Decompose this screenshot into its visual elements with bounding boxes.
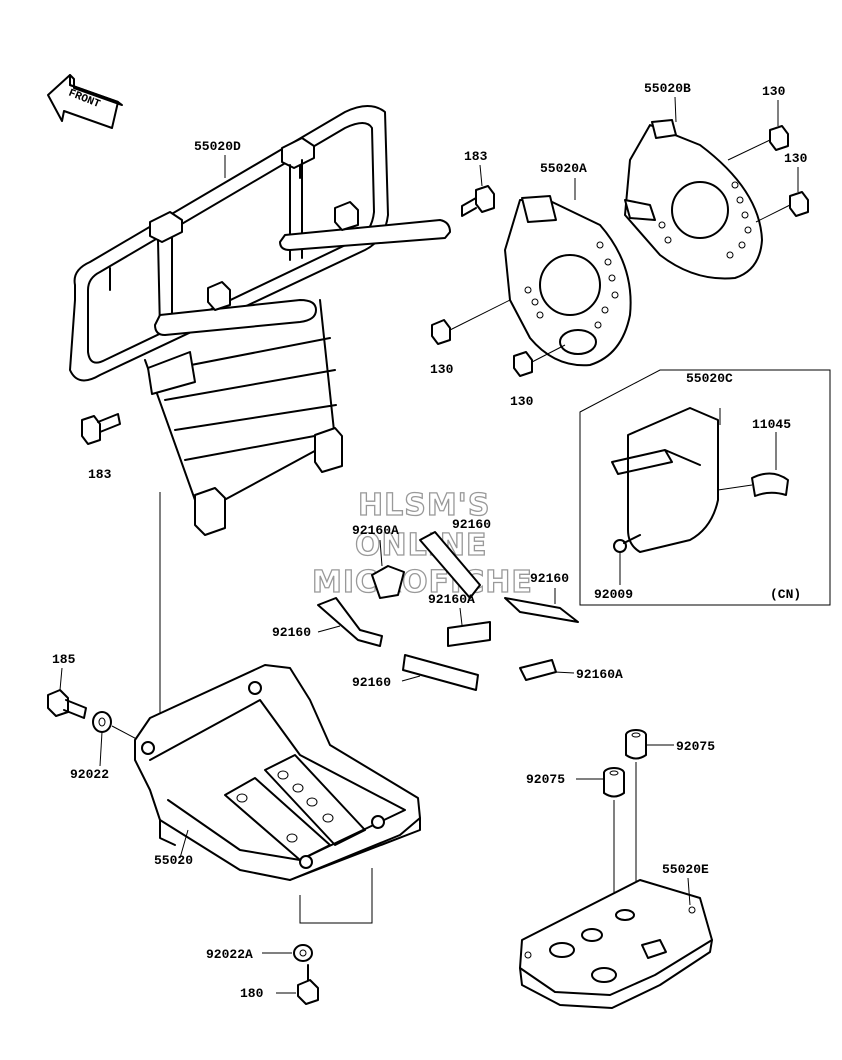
label-130-b: 130 — [510, 394, 534, 409]
label-130-c: 130 — [762, 84, 786, 99]
skid-plate-55020 — [134, 664, 421, 881]
pads-group — [317, 531, 579, 691]
label-92160-4: 92160 — [352, 675, 391, 690]
brake-guard-55020A — [504, 195, 632, 367]
brake-guard-55020B — [624, 119, 763, 280]
watermark: HLSM'S ONLINE MICROFICHE — [311, 487, 533, 600]
label-92160-3: 92160 — [272, 625, 311, 640]
bolt-183-upper — [461, 185, 495, 217]
screw-92009 — [613, 534, 641, 553]
label-92160A-2: 92160A — [428, 592, 475, 607]
label-92160A-1: 92160A — [352, 523, 399, 538]
bolt-130-c — [769, 125, 789, 151]
front-guard-55020D — [69, 105, 451, 745]
label-55020C: 55020C — [686, 371, 733, 386]
washer-92022A — [293, 944, 313, 962]
label-92075-lower: 92075 — [526, 772, 565, 787]
label-92160-2: 92160 — [530, 571, 569, 586]
washer-92022 — [92, 711, 112, 733]
label-185: 185 — [52, 652, 76, 667]
label-55020E: 55020E — [662, 862, 709, 877]
plate-55020E — [519, 879, 713, 1009]
label-55020A: 55020A — [540, 161, 587, 176]
svg-text:ONLINE: ONLINE — [355, 528, 488, 563]
label-92160A-3: 92160A — [576, 667, 623, 682]
label-183-upper: 183 — [464, 149, 488, 164]
label-11045: 11045 — [752, 417, 791, 432]
bolt-183-lower — [81, 413, 121, 445]
label-183-lower: 183 — [88, 467, 112, 482]
label-92160-1: 92160 — [452, 517, 491, 532]
bolt-180 — [297, 964, 319, 1005]
label-130-d: 130 — [784, 151, 808, 166]
front-arrow-icon: FRONT — [47, 74, 123, 129]
label-55020B: 55020B — [644, 81, 691, 96]
label-92022A: 92022A — [206, 947, 253, 962]
bolt-130-d — [789, 191, 809, 217]
spacer-92075-upper — [625, 729, 647, 760]
label-92022: 92022 — [70, 767, 109, 782]
svg-text:HLSM'S: HLSM'S — [358, 488, 490, 523]
inset-cn-box — [579, 369, 831, 606]
label-55020D: 55020D — [194, 139, 241, 154]
label-180: 180 — [240, 986, 264, 1001]
label-92009: 92009 — [594, 587, 633, 602]
bolt-130-a — [431, 319, 451, 345]
inset-note-cn: (CN) — [770, 587, 801, 602]
label-130-a: 130 — [430, 362, 454, 377]
label-92075-upper: 92075 — [676, 739, 715, 754]
label-55020: 55020 — [154, 853, 193, 868]
bolt-130-b — [513, 351, 533, 377]
svg-text:MICROFICHE: MICROFICHE — [312, 565, 533, 600]
bolt-185 — [47, 689, 87, 719]
spacer-92075-lower — [603, 767, 625, 798]
